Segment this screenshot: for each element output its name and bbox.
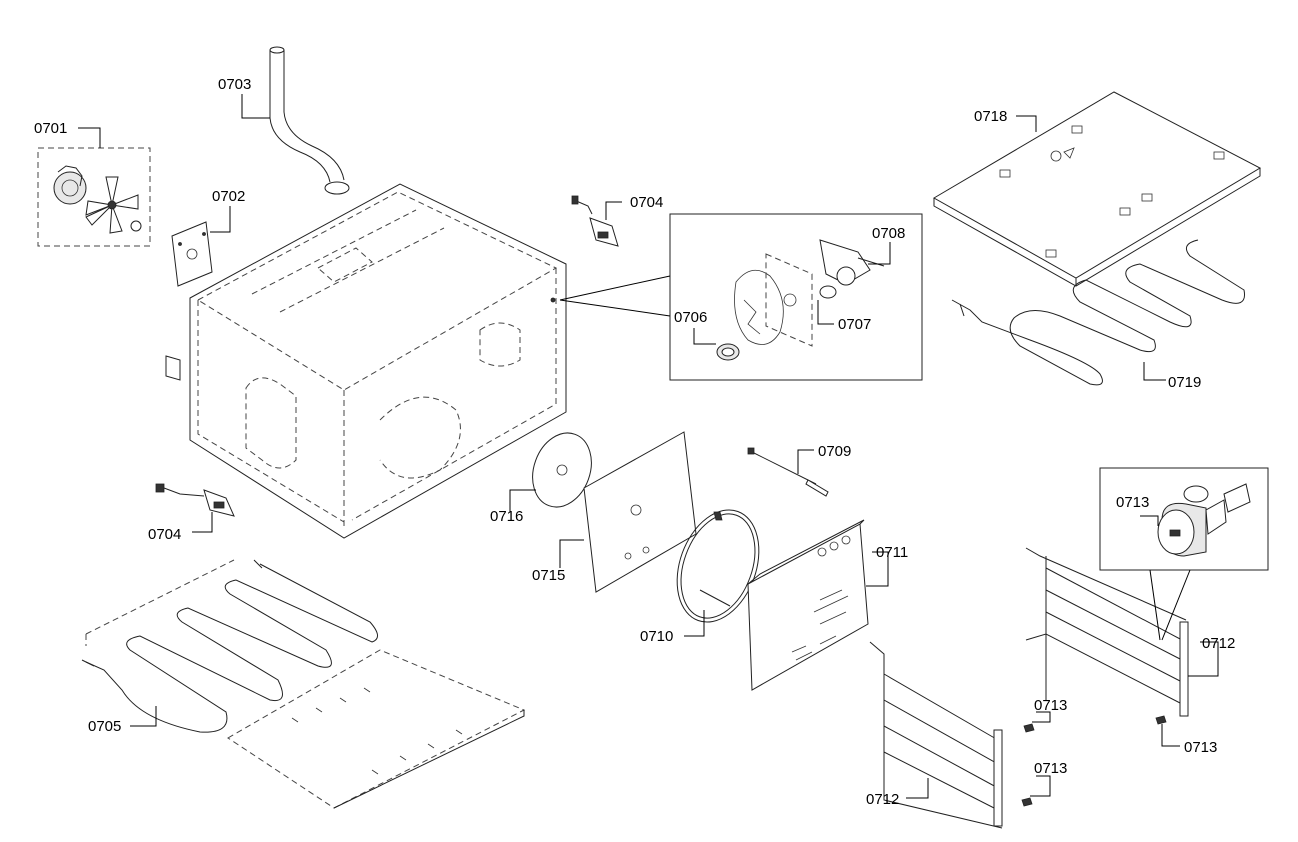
label-0713-right: 0713 <box>1184 739 1217 756</box>
label-0718: 0718 <box>974 108 1007 125</box>
label-0706: 0706 <box>674 309 707 326</box>
label-0719: 0719 <box>1168 374 1201 391</box>
leader-0713-mid-a <box>1032 711 1051 723</box>
bottom-cover-plate <box>85 559 526 809</box>
label-0712-right: 0712 <box>1202 635 1235 652</box>
leader-0719 <box>1143 362 1166 381</box>
leader-0704-top <box>605 201 622 220</box>
label-0708: 0708 <box>872 225 905 242</box>
label-0713-mid-a: 0713 <box>1034 697 1067 714</box>
leader-0701 <box>78 127 101 148</box>
bottom-heating-element <box>81 559 378 733</box>
rack-screw-mid-a <box>1023 723 1035 733</box>
leader-0715 <box>559 539 584 568</box>
leader-0712-bottom <box>906 778 929 799</box>
leader-0718 <box>1016 115 1037 132</box>
temperature-probe <box>747 447 829 497</box>
label-0703: 0703 <box>218 76 251 93</box>
door-switch-top <box>571 195 619 247</box>
vent-pipe <box>269 46 350 195</box>
leader-0710 <box>684 610 705 637</box>
door-switch-bottom <box>155 483 235 517</box>
fan-cover-plate <box>171 221 213 287</box>
top-heating-element <box>951 239 1246 386</box>
rack-screw-right <box>1155 715 1167 725</box>
side-rack-lower <box>869 641 1003 829</box>
oven-cavity <box>165 183 567 539</box>
leader-0713-detail <box>1140 515 1159 526</box>
leader-0703 <box>241 94 270 119</box>
fan-motor-assembly <box>37 147 151 247</box>
label-0707: 0707 <box>838 316 871 333</box>
fan-housing-box <box>747 519 869 691</box>
label-0704-top: 0704 <box>630 194 663 211</box>
label-0704-bottom: 0704 <box>148 526 181 543</box>
leader-0711 <box>866 551 889 587</box>
thermostat-detail-box <box>559 213 923 381</box>
leader-0713-mid-b <box>1030 775 1051 797</box>
side-rack-upper <box>1025 547 1189 717</box>
label-0715: 0715 <box>532 567 565 584</box>
rear-back-plate <box>583 431 697 593</box>
label-0713-detail: 0713 <box>1116 494 1149 511</box>
label-0701: 0701 <box>34 120 67 137</box>
leader-0705 <box>130 706 157 727</box>
top-cover-plate <box>932 91 1262 287</box>
leader-0712-right <box>1188 641 1219 677</box>
leader-0706 <box>693 328 716 345</box>
rear-gasket-disc <box>532 432 592 508</box>
leader-0708 <box>868 242 891 265</box>
leader-0707 <box>817 300 834 325</box>
rack-screw-detail-box <box>1099 467 1269 641</box>
leader-0716 <box>509 489 536 512</box>
label-0712-bottom: 0712 <box>866 791 899 808</box>
label-0705: 0705 <box>88 718 121 735</box>
label-0709: 0709 <box>818 443 851 460</box>
leader-0702 <box>210 206 231 233</box>
label-0713-mid-b: 0713 <box>1034 760 1067 777</box>
label-0716: 0716 <box>490 508 523 525</box>
label-0702: 0702 <box>212 188 245 205</box>
leader-0709 <box>797 449 814 474</box>
label-0710: 0710 <box>640 628 673 645</box>
leader-0713-right <box>1161 724 1180 747</box>
label-0711: 0711 <box>876 544 908 561</box>
circular-heating-element <box>676 509 760 623</box>
leader-0704-bottom <box>192 512 213 533</box>
rack-screw-mid-b <box>1021 797 1033 807</box>
